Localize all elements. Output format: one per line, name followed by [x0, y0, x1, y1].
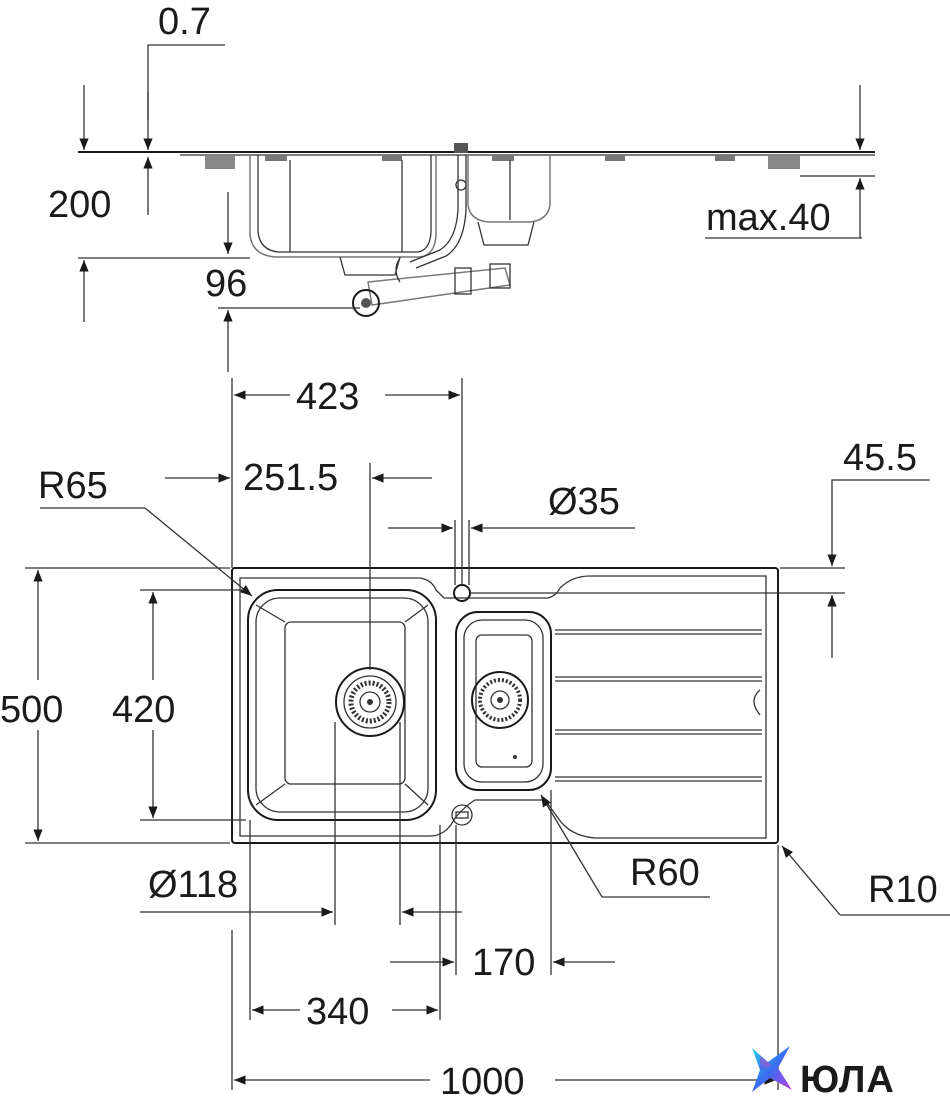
- max-worktop-label: max.40: [706, 197, 831, 239]
- top-view: 423 251.5 R65 Ø35 45.5 500 420: [0, 376, 950, 1100]
- main-bowl: [247, 589, 437, 821]
- small-bowl-width-label: 170: [472, 942, 535, 984]
- radius-60-label: R60: [630, 852, 700, 894]
- drain-diameter-label: Ø118: [148, 864, 238, 906]
- tap-offset-label: 45.5: [843, 437, 917, 479]
- logo-star-icon: [752, 1046, 792, 1092]
- main-drain: [335, 667, 405, 737]
- sink-outline: [231, 567, 779, 844]
- tap-hole-label: Ø35: [548, 481, 620, 523]
- drainer-board: [555, 629, 762, 782]
- radius-10-label: R10: [868, 869, 938, 911]
- logo-text: ЮЛА: [800, 1059, 895, 1100]
- bowl-width-label: 423: [296, 376, 359, 418]
- radius-65-label: R65: [38, 465, 108, 507]
- total-depth-label: 500: [0, 689, 63, 731]
- side-view: 0.7 200 96 max.40: [48, 1, 875, 372]
- left-clamp: [205, 155, 235, 169]
- small-drain: [471, 671, 529, 729]
- overflow: [451, 804, 473, 826]
- drain-center-label: 251.5: [243, 457, 338, 499]
- main-bowl-width-label: 340: [306, 991, 369, 1033]
- right-clamp: [768, 155, 800, 169]
- depth-label: 200: [48, 184, 111, 226]
- thickness-label: 0.7: [158, 1, 211, 43]
- total-width-label: 1000: [440, 1061, 525, 1100]
- bowl-depth-label: 420: [112, 689, 175, 731]
- drain-offset-label: 96: [205, 263, 247, 305]
- small-bowl: [455, 611, 552, 791]
- yula-logo: ЮЛА: [752, 1046, 895, 1100]
